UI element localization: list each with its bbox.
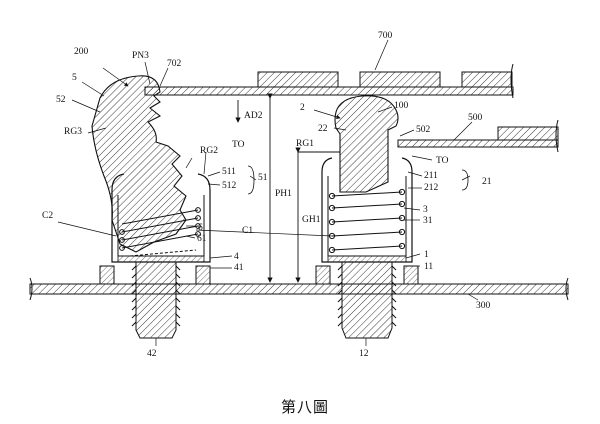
label-41: 41 [234, 263, 244, 273]
right-fastener-assembly [315, 95, 419, 339]
label-21: 21 [482, 177, 492, 187]
label-502: 502 [416, 125, 431, 135]
label-to-right: TO [436, 156, 449, 166]
label-22: 22 [318, 124, 328, 134]
label-500: 500 [468, 113, 483, 123]
head-5 [91, 75, 187, 253]
label-511: 511 [222, 167, 236, 177]
head-2 [334, 95, 399, 193]
leader-lines [57, 39, 479, 346]
threaded-shank-12 [341, 261, 393, 339]
label-rg2: RG2 [200, 146, 218, 156]
dimension-lines [235, 93, 340, 283]
label-11: 11 [424, 262, 433, 272]
label-4: 4 [234, 252, 239, 262]
label-gh1: GH1 [302, 215, 321, 225]
label-512: 512 [222, 181, 237, 191]
label-rg1: RG1 [296, 139, 314, 149]
label-c2: C2 [42, 211, 53, 221]
label-3: 3 [423, 205, 428, 215]
label-to-left: TO [232, 140, 245, 150]
label-1: 1 [424, 250, 429, 260]
label-rg3: RG3 [64, 127, 82, 137]
label-700: 700 [378, 31, 393, 41]
spring-3 [328, 188, 406, 254]
label-6: 6 [198, 223, 203, 233]
label-42: 42 [147, 349, 157, 359]
label-c1: C1 [242, 226, 253, 236]
threaded-shank-42 [135, 261, 177, 339]
label-100: 100 [394, 101, 409, 111]
label-5: 5 [72, 73, 77, 83]
label-51: 51 [258, 173, 268, 183]
label-200: 200 [74, 47, 89, 57]
base-plate-300 [29, 277, 569, 301]
label-ph1: PH1 [275, 189, 292, 199]
label-212: 212 [424, 183, 439, 193]
label-pn3: PN3 [132, 51, 149, 61]
label-31: 31 [423, 216, 433, 226]
top-plate-700 [144, 63, 514, 99]
label-61: 61 [197, 234, 207, 244]
label-702: 702 [167, 59, 182, 69]
spring-6 [119, 207, 201, 257]
label-ad2: AD2 [244, 111, 263, 121]
label-300: 300 [476, 301, 491, 311]
reference-labels: 200 5 52 RG3 PN3 702 AD2 RG2 TO 511 512 … [42, 31, 492, 359]
label-12: 12 [359, 349, 369, 359]
label-211: 211 [424, 171, 438, 181]
figure-caption: 第八圖 [281, 398, 329, 416]
label-52: 52 [56, 95, 66, 105]
plate-500 [397, 119, 559, 153]
label-2: 2 [300, 103, 305, 113]
left-fastener-assembly [91, 75, 211, 339]
